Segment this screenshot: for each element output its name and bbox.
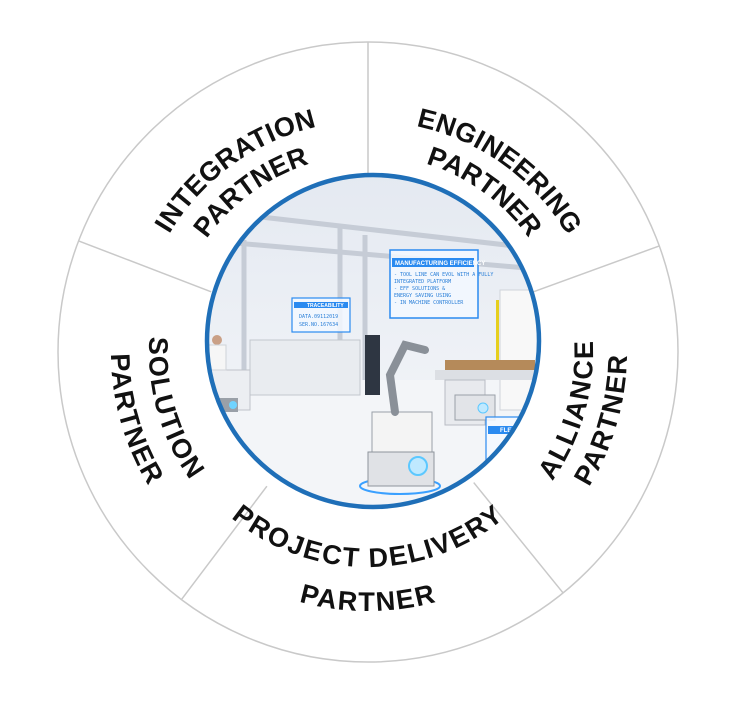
factory-photo: MANUFACTURING EFFICIENCY - TOOL LINE CAN… bbox=[207, 175, 539, 507]
segment-dividers bbox=[78, 42, 660, 601]
segment-divider bbox=[525, 245, 660, 296]
project-delivery-label-line1: PROJECT DELIVERY bbox=[227, 499, 507, 573]
svg-text:PROJECT DELIVERY: PROJECT DELIVERY bbox=[227, 499, 508, 573]
efficiency-panel: MANUFACTURING EFFICIENCY - TOOL LINE CAN… bbox=[389, 249, 493, 319]
mobile-robot bbox=[359, 340, 441, 495]
panel-line: - IN MACHINE CONTROLLER bbox=[394, 300, 464, 306]
panel-line: - EFF SOLUTIONS & bbox=[394, 286, 445, 292]
segment-alliance: ALLIANCE PARTNER bbox=[532, 340, 632, 490]
segment-solution: SOLUTION PARTNER bbox=[105, 336, 210, 489]
segment-divider bbox=[78, 240, 212, 293]
panel-line: DATA.09112019 bbox=[299, 314, 338, 320]
traceability-panel-title: TRACEABILITY bbox=[307, 303, 344, 309]
segment-divider bbox=[473, 482, 564, 594]
svg-text:PARTNER: PARTNER bbox=[298, 578, 439, 617]
center-ring bbox=[204, 172, 542, 510]
segment-divider bbox=[180, 485, 268, 601]
panel-line: - TOOL LINE CAN EVOL WITH A FULLY bbox=[394, 272, 493, 278]
flexibility-panel-title: FLEXI bbox=[500, 428, 517, 434]
efficiency-panel-title: MANUFACTURING EFFICIENCY bbox=[395, 261, 485, 267]
panel-line: ENERGY SAVING USING bbox=[394, 293, 451, 299]
panel-line: SER.NO.167634 bbox=[299, 322, 338, 328]
panel-line: INTEGRATED PLATFORM bbox=[394, 279, 451, 285]
traceability-panel: TRACEABILITY DATA.09112019 SER.NO.167634 bbox=[291, 297, 351, 333]
segment-project-delivery: PROJECT DELIVERY PARTNER bbox=[227, 499, 508, 617]
project-delivery-label-line2: PARTNER bbox=[298, 578, 438, 617]
